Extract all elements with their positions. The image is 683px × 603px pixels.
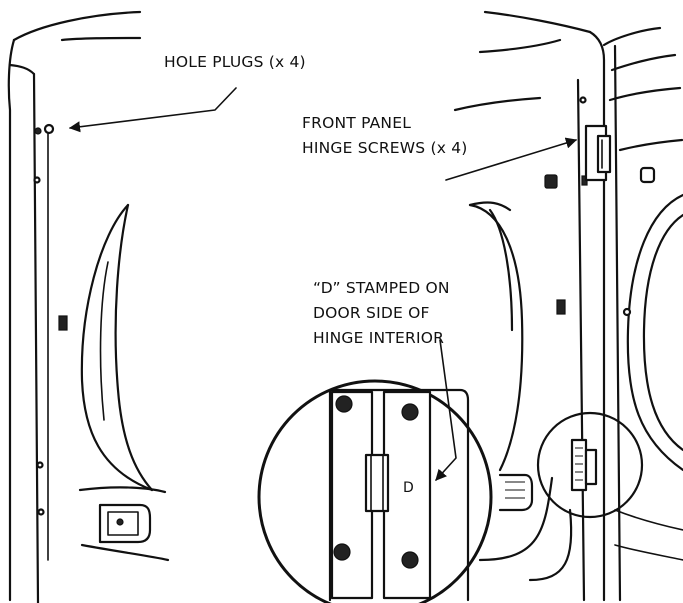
hole-plugs-label: HOLE PLUGS (x 4) — [164, 53, 306, 71]
hinge-screws-label-line1: FRONT PANEL — [302, 114, 411, 132]
hinge-screws-leader — [445, 137, 578, 181]
inset-screw-bottom-left — [333, 543, 351, 561]
d-stamp-label-line3: HINGE INTERIOR — [313, 329, 444, 347]
hole-plugs-leader — [68, 87, 237, 133]
d-stamp-leader — [435, 339, 457, 481]
left-door-panel — [7, 10, 170, 603]
inset-stamp-d: D — [403, 480, 414, 496]
d-stamp-label-line1: “D” STAMPED ON — [313, 279, 450, 297]
inset-screw-top-right — [401, 403, 419, 421]
hinge-inset: D — [257, 379, 493, 603]
inset-screw-top-left — [335, 395, 353, 413]
inset-screw-bottom-right — [401, 551, 419, 569]
d-stamp-label-line2: DOOR SIDE OF — [313, 304, 430, 322]
hinge-screws-label-line2: HINGE SCREWS (x 4) — [302, 139, 468, 157]
dryer-cabinet — [453, 10, 683, 602]
